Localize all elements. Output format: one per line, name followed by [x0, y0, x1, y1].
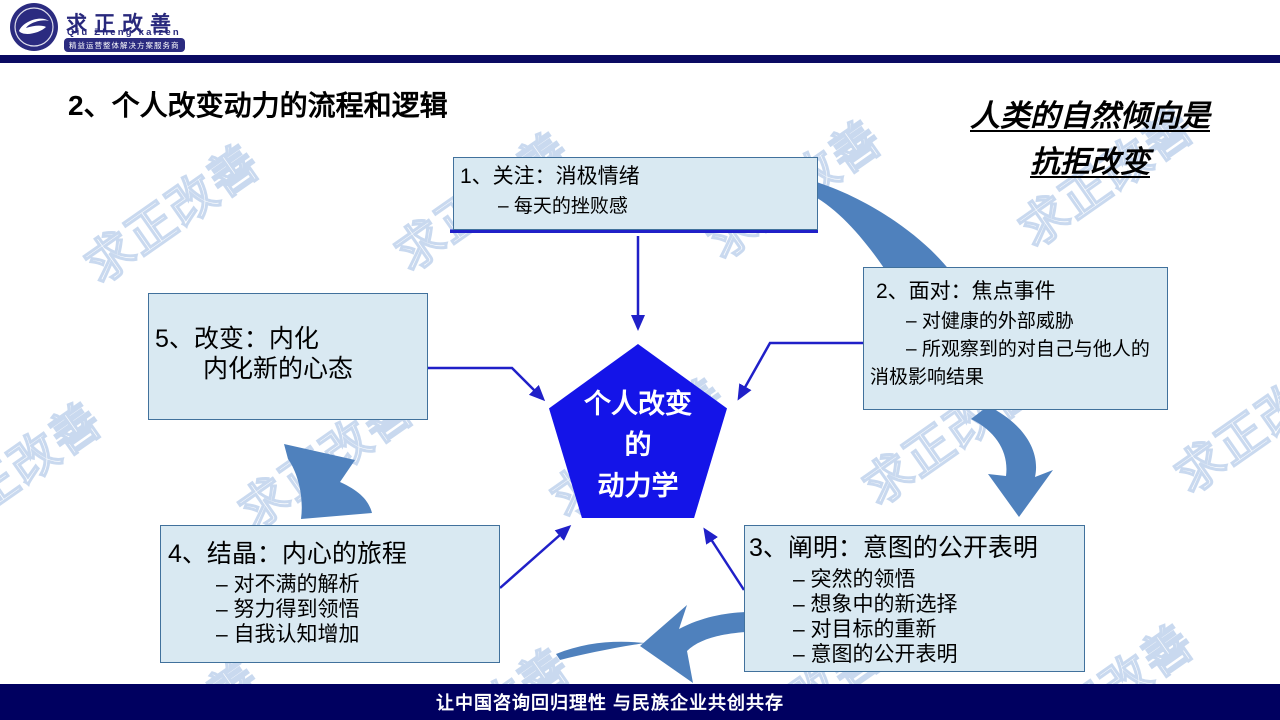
- step-bullet: – 对目标的重新: [793, 618, 937, 641]
- footer-bar: 让中国咨询回归理性 与民族企业共创共存: [0, 684, 1280, 720]
- step-bullet: – 对不满的解析: [216, 573, 360, 596]
- step-bullet: – 每天的挫败感: [498, 196, 628, 217]
- brand-name: 求正改善: [66, 13, 178, 36]
- step-bullet: – 努力得到领悟: [216, 598, 360, 621]
- header-divider-bar: [0, 55, 1280, 63]
- step-title: 5、改变：内化: [155, 325, 319, 353]
- connector-box2-pentagon: [737, 341, 863, 401]
- slide-title: 2、个人改变动力的流程和逻辑: [68, 90, 448, 121]
- company-logo-icon: [10, 3, 58, 51]
- brand-tagline: 精益运营整体解决方案服务商: [64, 38, 185, 52]
- callout-line-1: 人类的自然倾向是: [970, 100, 1210, 133]
- step-title: 2、面对：焦点事件: [876, 280, 1056, 303]
- step-bullet: – 想象中的新选择: [793, 593, 958, 616]
- brand-name-en: Qiu Zheng kaizen: [67, 27, 181, 38]
- step-box-2: 2、面对：焦点事件 – 对健康的外部威胁 – 所观察到的对自己与他人的消极影响结…: [863, 267, 1168, 410]
- watermark-text: 求正改善: [75, 135, 271, 295]
- callout-note: 人类的自然倾向是 抗拒改变: [920, 94, 1260, 186]
- step-bullet: – 所观察到的对自己与他人的消极影响结果: [870, 339, 1150, 388]
- step-title: 1、关注：消极情绪: [460, 165, 640, 188]
- pentagon-line-3: 动力学: [597, 471, 679, 501]
- pentagon-line-2: 的: [624, 430, 652, 460]
- step-title: 4、结晶：内心的旅程: [168, 540, 407, 568]
- cycle-arrow-3-to-4: [640, 605, 746, 683]
- step-subtitle: 内化新的心态: [203, 355, 354, 383]
- connector-box3-pentagon: [703, 527, 746, 591]
- step-bullet: – 自我认知增加: [216, 623, 360, 646]
- step-bullet: – 意图的公开表明: [793, 643, 958, 666]
- footer-slogan: 让中国咨询回归理性 与民族企业共创共存: [436, 693, 784, 713]
- step-bullet: – 对健康的外部威胁: [906, 311, 1074, 332]
- step-box-5: 5、改变：内化 内化新的心态: [148, 293, 428, 420]
- watermark-text: 求正改善: [1165, 345, 1280, 505]
- pentagon-line-1: 个人改变: [584, 389, 692, 419]
- connector-box5-pentagon: [428, 366, 546, 402]
- step-box-3: 3、阐明：意图的公开表明 – 突然的领悟 – 想象中的新选择 – 对目标的重新 …: [744, 525, 1085, 672]
- callout-line-2: 抗拒改变: [1030, 146, 1150, 179]
- connector-box4-pentagon: [499, 525, 572, 589]
- watermark-text: 求正改善: [0, 393, 113, 553]
- cycle-arrow-3-to-4-tail: [556, 641, 645, 660]
- step-bullet: – 突然的领悟: [793, 568, 916, 591]
- step-box-1: 1、关注：消极情绪 – 每天的挫败感: [453, 157, 818, 230]
- step-box-4: 4、结晶：内心的旅程 – 对不满的解析 – 努力得到领悟 – 自我认知增加: [160, 525, 500, 663]
- step-title: 3、阐明：意图的公开表明: [749, 534, 1038, 562]
